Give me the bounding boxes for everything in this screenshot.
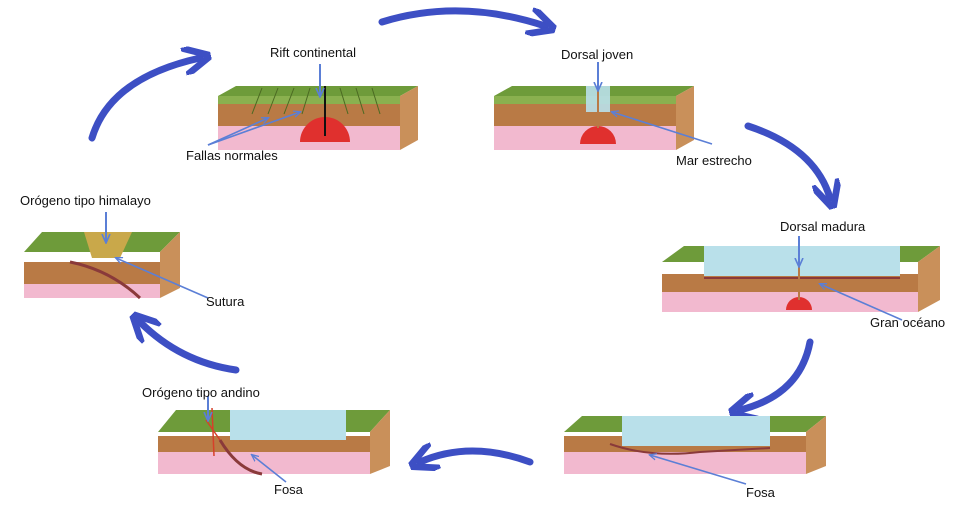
labels: Rift continental Fallas normales Dorsal … — [20, 45, 945, 500]
label-orogeno-himalayo: Orógeno tipo himalayo — [20, 193, 151, 208]
label-dorsal-madura: Dorsal madura — [780, 219, 866, 234]
cycle-arrow-4 — [420, 451, 534, 462]
label-dorsal-joven: Dorsal joven — [561, 47, 633, 62]
block-andean — [158, 396, 390, 483]
label-orogeno-andino: Orógeno tipo andino — [142, 385, 260, 400]
block-rift — [207, 64, 418, 150]
label-gran-oceano: Gran océano — [870, 315, 945, 330]
cycle-arrow-5 — [140, 322, 240, 374]
cycle-arrows — [88, 7, 830, 462]
label-fosa-andean: Fosa — [274, 482, 304, 497]
block-trench-ocean — [564, 416, 826, 485]
cycle-arrow-1 — [378, 7, 545, 26]
block-himalayan — [24, 212, 209, 300]
label-rift-continental: Rift continental — [270, 45, 356, 60]
cycle-arrow-3 — [740, 338, 814, 410]
cycle-arrow-6 — [88, 58, 200, 142]
label-fallas-normales: Fallas normales — [186, 148, 278, 163]
label-sutura: Sutura — [206, 294, 245, 309]
cycle-arrow-2 — [744, 122, 830, 198]
block-young-ridge — [494, 62, 713, 150]
label-fosa-ocean: Fosa — [746, 485, 776, 500]
block-mature-ridge — [662, 236, 940, 321]
label-mar-estrecho: Mar estrecho — [676, 153, 752, 168]
